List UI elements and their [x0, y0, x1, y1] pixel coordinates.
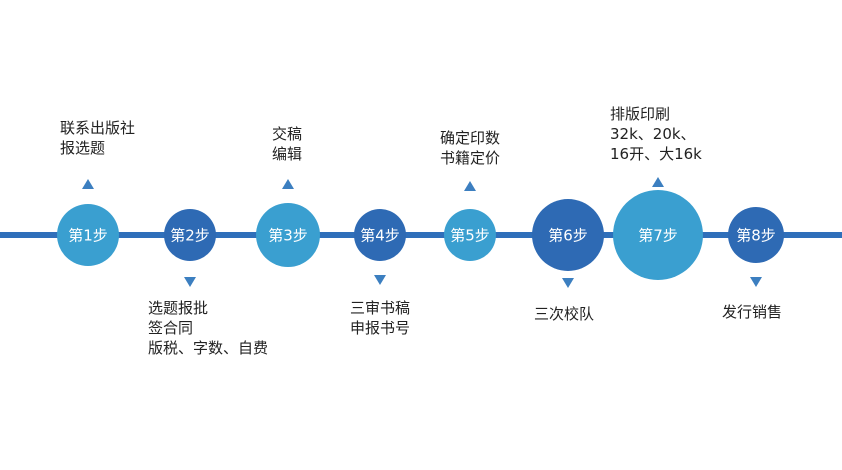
step-4-circle — [354, 209, 406, 261]
step-8-description-line: 发行销售 — [722, 303, 783, 321]
step-1-circle — [57, 204, 119, 266]
step-7-description-line: 16开、大16k — [610, 145, 702, 163]
step-6-description: 三次校队 — [534, 304, 594, 324]
step-3-circle — [256, 203, 320, 267]
step-7-circle — [613, 190, 703, 280]
step-2-circle — [164, 209, 216, 261]
step-6-label: 第6步 — [548, 226, 588, 245]
step-1-label: 第1步 — [68, 226, 108, 245]
step-3-description-line: 编辑 — [272, 145, 303, 163]
step-2-description: 选题报批签合同版税、字数、自费 — [148, 298, 268, 358]
step-arrows — [82, 177, 762, 288]
step-3-description-line: 交稿 — [272, 125, 303, 143]
step-3-description: 交稿编辑 — [272, 124, 302, 164]
step-5-arrow-up-icon — [464, 181, 476, 191]
step-3-label: 第3步 — [268, 226, 308, 245]
step-4-label: 第4步 — [360, 226, 400, 245]
step-8-label: 第8步 — [736, 226, 776, 245]
step-2-arrow-down-icon — [184, 277, 196, 287]
step-4-arrow-down-icon — [374, 275, 386, 285]
step-2-description-line: 签合同 — [148, 319, 194, 337]
step-7-description: 排版印刷 32k、20k、 16开、大16k — [610, 104, 702, 164]
step-1-description-line: 报选题 — [60, 139, 106, 157]
step-1-arrow-up-icon — [82, 179, 94, 189]
step-1-description-line: 联系出版社 — [60, 119, 136, 137]
step-8-arrow-down-icon — [750, 277, 762, 287]
step-6-description-line: 三次校队 — [534, 305, 595, 323]
step-5-description-line: 确定印数 — [440, 129, 501, 147]
step-4-description-line: 三审书稿 — [350, 299, 411, 317]
step-1-description: 联系出版社报选题 — [60, 118, 135, 158]
step-2-description-line: 版税、字数、自费 — [148, 339, 269, 357]
step-6-circle — [532, 199, 604, 271]
step-3-arrow-up-icon — [282, 179, 294, 189]
step-4-description-line: 申报书号 — [350, 319, 411, 337]
step-6-arrow-down-icon — [562, 278, 574, 288]
step-7-arrow-up-icon — [652, 177, 664, 187]
step-8-circle — [728, 207, 784, 263]
step-8-description: 发行销售 — [722, 302, 782, 322]
step-7-description-line: 32k、20k、 — [610, 125, 696, 143]
step-2-description-line: 选题报批 — [148, 299, 209, 317]
step-7-label: 第7步 — [638, 226, 678, 245]
step-7-description-line: 排版印刷 — [610, 105, 671, 123]
step-5-description: 确定印数书籍定价 — [440, 128, 500, 168]
step-5-circle — [444, 209, 496, 261]
step-5-description-line: 书籍定价 — [440, 149, 501, 167]
step-4-description: 三审书稿申报书号 — [350, 298, 410, 338]
step-nodes — [57, 190, 784, 280]
step-2-label: 第2步 — [170, 226, 210, 245]
step-5-label: 第5步 — [450, 226, 490, 245]
